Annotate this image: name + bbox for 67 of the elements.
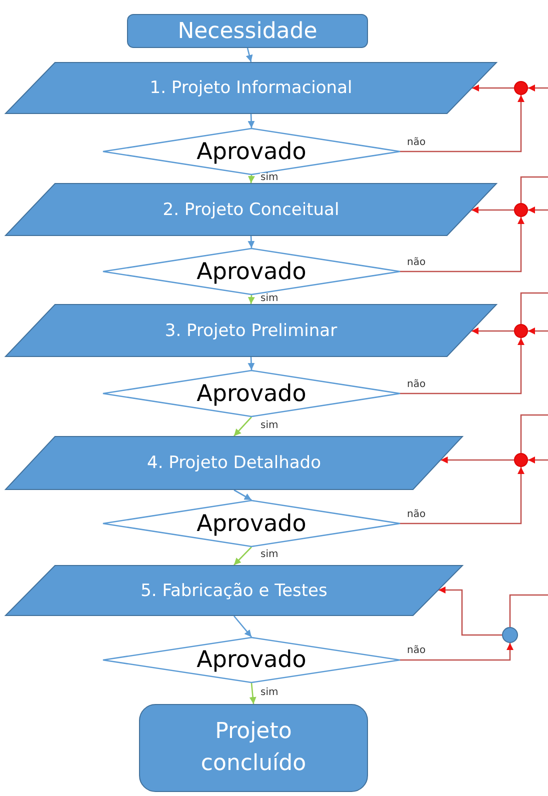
arrow — [400, 338, 524, 394]
edge-label: não — [406, 510, 427, 520]
process-parallelogram — [5, 304, 497, 357]
decision-label: Aprovado — [196, 258, 306, 284]
junction-circle — [514, 453, 528, 467]
decision-label: Aprovado — [196, 380, 306, 406]
junction-circle — [502, 627, 518, 643]
step-label: 1. Projeto Informacional — [150, 78, 352, 98]
arrow — [234, 616, 252, 638]
arrow — [234, 489, 252, 501]
edge-label: sim — [260, 420, 280, 430]
edge-label: não — [406, 380, 427, 390]
arrow — [528, 206, 548, 214]
arrow — [400, 217, 524, 272]
edge-label: não — [406, 258, 427, 268]
junction-circle — [514, 81, 528, 95]
arrow — [234, 546, 252, 566]
decision-diamond — [103, 248, 400, 295]
arrow — [438, 586, 502, 636]
edge-label: não — [406, 138, 427, 148]
decision-diamond — [103, 500, 400, 547]
decision-label: Aprovado — [196, 138, 306, 164]
arrow — [472, 328, 514, 334]
end-box — [139, 704, 368, 792]
edge-label: sim — [260, 173, 280, 183]
process-parallelogram — [5, 183, 497, 236]
arrow — [249, 682, 256, 704]
junction-circle — [514, 203, 528, 217]
arrow — [400, 467, 524, 524]
start-box — [127, 14, 368, 48]
arrow — [248, 174, 255, 184]
arrow — [528, 84, 548, 92]
step-label: 3. Projeto Preliminar — [164, 320, 338, 340]
edge-label: sim — [260, 294, 280, 304]
step-label: 5. Fabricação e Testes — [140, 580, 328, 600]
arrow — [400, 643, 514, 661]
decision-diamond — [103, 637, 400, 683]
process-parallelogram — [5, 436, 463, 490]
edge-label: não — [406, 646, 427, 656]
step-label: 2. Projeto Conceitual — [162, 200, 340, 220]
process-parallelogram — [5, 565, 463, 616]
decision-label: Aprovado — [196, 510, 306, 536]
connector-line — [509, 594, 548, 627]
edge-label: sim — [260, 550, 280, 560]
arrow — [248, 236, 255, 248]
edge-label: sim — [260, 688, 280, 698]
arrow — [472, 206, 514, 214]
decision-diamond — [103, 370, 400, 417]
junction-circle — [514, 324, 528, 338]
arrow — [248, 356, 255, 370]
step-label: 4. Projeto Detalhado — [147, 453, 321, 473]
process-parallelogram — [5, 62, 497, 114]
decision-label: Aprovado — [196, 647, 306, 673]
connector-line — [520, 176, 548, 203]
arrow — [440, 456, 514, 464]
arrow — [472, 84, 514, 92]
arrow — [248, 114, 255, 128]
arrow — [400, 95, 524, 152]
step-label: Necessidade — [178, 18, 318, 44]
connector-line — [520, 292, 548, 324]
arrow — [248, 294, 255, 304]
connector-line — [520, 414, 548, 453]
arrow — [528, 328, 548, 334]
arrow — [528, 456, 548, 464]
arrow — [246, 48, 253, 62]
step-label: Projeto concluído — [200, 718, 308, 778]
arrow — [234, 416, 252, 436]
